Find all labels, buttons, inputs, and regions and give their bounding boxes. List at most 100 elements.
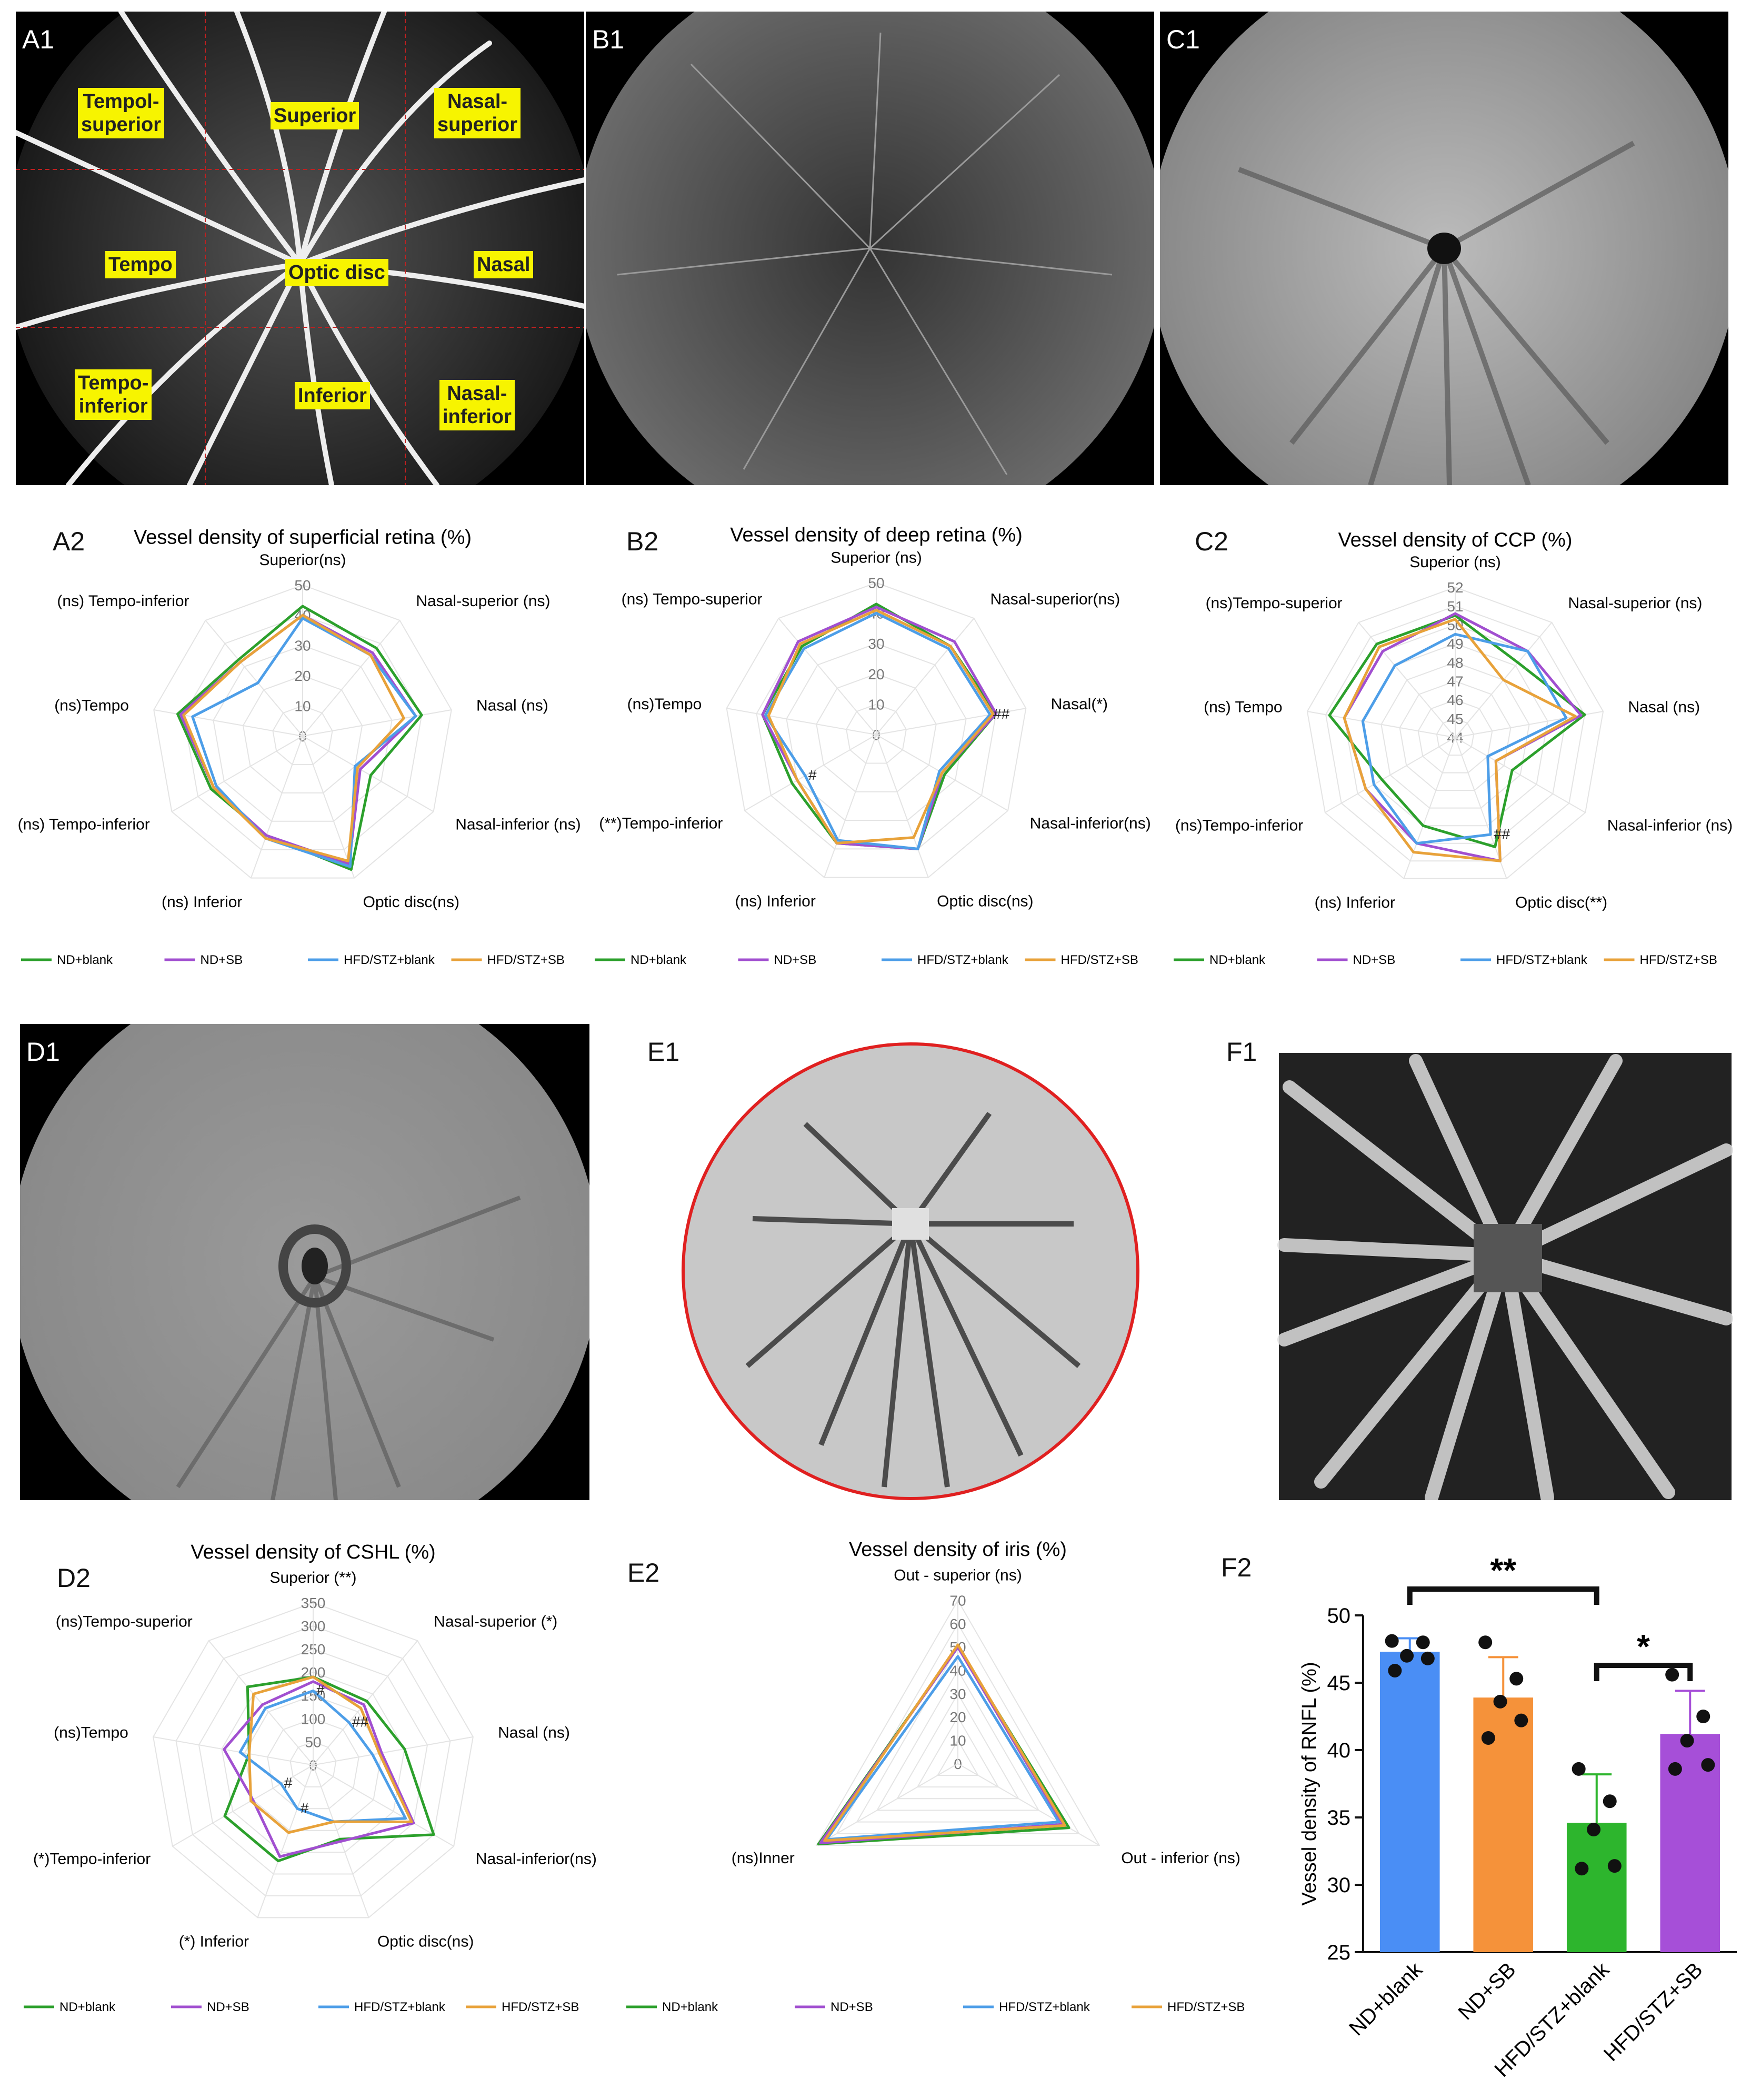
radar-axis-label: (ns)Tempo <box>627 696 702 713</box>
radar-grid-ring <box>1306 587 1604 879</box>
significance-mark: # <box>284 1775 293 1791</box>
radar-spoke <box>208 1640 314 1766</box>
significance-bracket <box>1407 1586 1599 1605</box>
data-point <box>1388 1663 1402 1677</box>
image-panel-f1: F1 <box>1205 1024 1742 1500</box>
bar <box>1379 1652 1440 1952</box>
chart-title: Vessel density of superficial retina (%) <box>134 527 472 549</box>
radar-chart-b2: Vessel density of deep retina (%)0102030… <box>589 518 1163 979</box>
data-point <box>1416 1635 1430 1650</box>
legend-label: HFD/STZ+SB <box>502 2000 579 2014</box>
y-tick-label: 50 <box>1327 1604 1351 1627</box>
legend-label: HFD/STZ+blank <box>917 953 1009 967</box>
radar-spoke <box>1455 737 1507 879</box>
radar-grid-ring <box>1380 661 1530 809</box>
radar-axis-label: Nasal(*) <box>1051 696 1108 713</box>
radar-spoke <box>171 736 303 812</box>
radar-chart-e2: Vessel density of iris (%)01020304050607… <box>621 1531 1295 2026</box>
radar-axis-label: (ns) Tempo <box>1204 699 1283 716</box>
radar-grid-ring <box>1436 718 1475 756</box>
chart-title: Vessel density of deep retina (%) <box>730 524 1023 546</box>
radar-axis-label: (**)Tempo-inferior <box>599 815 723 832</box>
legend-label: ND+blank <box>662 2000 718 2014</box>
data-point <box>1701 1758 1715 1772</box>
category-label: ND+SB <box>1454 1958 1520 2024</box>
radar-grid-ring <box>1417 699 1493 773</box>
legend-label: HFD/STZ+SB <box>1061 953 1138 967</box>
radar-axis-label: (ns)Tempo-superior <box>56 1613 193 1630</box>
significance-bracket <box>1594 1663 1693 1681</box>
radar-spoke <box>1325 737 1456 813</box>
radar-axis-label: Out - inferior (ns) <box>1121 1850 1240 1867</box>
region-tag-nasal-superior: Nasal- superior <box>434 88 521 138</box>
legend-label: ND+blank <box>57 953 113 967</box>
radar-spoke <box>250 736 303 879</box>
octa-ccp-image <box>1160 12 1728 485</box>
legend-label: HFD/STZ+blank <box>1496 953 1588 967</box>
data-point <box>1420 1651 1435 1665</box>
significance-mark: # <box>301 1800 309 1816</box>
radar-axis-label: Superior(ns) <box>259 551 346 569</box>
region-tag-tempo-inferior: Tempo- inferior <box>75 369 152 420</box>
radar-spoke <box>876 734 929 878</box>
panel-label-b2: B2 <box>626 527 659 556</box>
significance-mark: ## <box>352 1713 369 1730</box>
y-tick-label: 45 <box>1327 1672 1351 1695</box>
legend-label: HFD/STZ+SB <box>1640 953 1717 967</box>
radar-axis-label: Optic disc(ns) <box>363 893 459 911</box>
legend-label: HFD/STZ+SB <box>1167 2000 1245 2014</box>
radar-spoke <box>302 736 434 812</box>
significance-mark: ## <box>1494 826 1510 842</box>
radar-axis-label: (*) Inferior <box>179 1933 249 1950</box>
radar-spoke <box>1358 622 1456 738</box>
y-axis-label: Vessel density of RNFL (%) <box>1298 1662 1320 1905</box>
panel-label-c1: C1 <box>1166 25 1200 54</box>
data-point <box>1514 1713 1528 1727</box>
radar-axis-label: Nasal (ns) <box>498 1724 570 1742</box>
legend-label: HFD/STZ+SB <box>487 953 565 967</box>
radar-grid-ring <box>1399 680 1512 791</box>
panel-label-e1: E1 <box>647 1037 680 1067</box>
radar-series-1 <box>761 606 997 850</box>
legend-label: HFD/STZ+blank <box>344 953 435 967</box>
radar-axis-label: Nasal-inferior(ns) <box>476 1851 597 1868</box>
radar-axis-label: Optic disc(**) <box>1515 894 1607 911</box>
radar-spoke <box>1455 737 1586 813</box>
radar-grid-ring <box>153 584 452 879</box>
radar-spoke <box>744 734 877 811</box>
legend-label: ND+SB <box>831 2000 873 2014</box>
image-panel-b1: B1 <box>586 12 1154 485</box>
radar-grid-ring <box>1325 605 1586 862</box>
image-panel-c1: C1 <box>1160 12 1728 485</box>
radar-axis-label: (ns) Inferior <box>162 893 242 911</box>
radar-grid-ring <box>213 645 393 822</box>
legend-label: ND+blank <box>59 2000 116 2014</box>
radar-series-3 <box>1343 618 1577 862</box>
radar-series-1 <box>223 1680 415 1858</box>
radar-series-3 <box>247 1675 413 1834</box>
radar-spoke <box>1403 737 1456 879</box>
legend-label: ND+blank <box>631 953 687 967</box>
radar-svg: Vessel density of CCP (%)444546474849505… <box>1174 529 1733 967</box>
significance-mark: # <box>808 767 817 783</box>
radar-series-2 <box>191 617 417 868</box>
radar-series-1 <box>1343 612 1583 862</box>
radar-axis-label: (ns)Tempo <box>54 1724 128 1742</box>
radar-axis-label: (ns)Tempo-superior <box>1206 595 1343 612</box>
radar-axis-label: Nasal (ns) <box>1628 699 1700 716</box>
region-tag-inferior: Inferior <box>295 382 370 409</box>
radar-axis-label: Superior (ns) <box>831 549 922 567</box>
legend-label: ND+SB <box>1353 953 1396 967</box>
radar-spoke <box>302 736 355 879</box>
radar-series-2 <box>238 1689 407 1823</box>
octa-cshl-image <box>20 1024 589 1500</box>
radar-series-0 <box>1328 614 1586 848</box>
legend-label: ND+SB <box>207 2000 249 2014</box>
legend-label: ND+SB <box>774 953 817 967</box>
radar-axis-label: (ns) Tempo-inferior <box>57 592 189 610</box>
radar-series-2 <box>825 1655 1060 1841</box>
radar-grid-ring <box>876 1669 1040 1811</box>
radar-spoke <box>876 618 975 735</box>
radar-grid-ring <box>153 1602 474 1918</box>
